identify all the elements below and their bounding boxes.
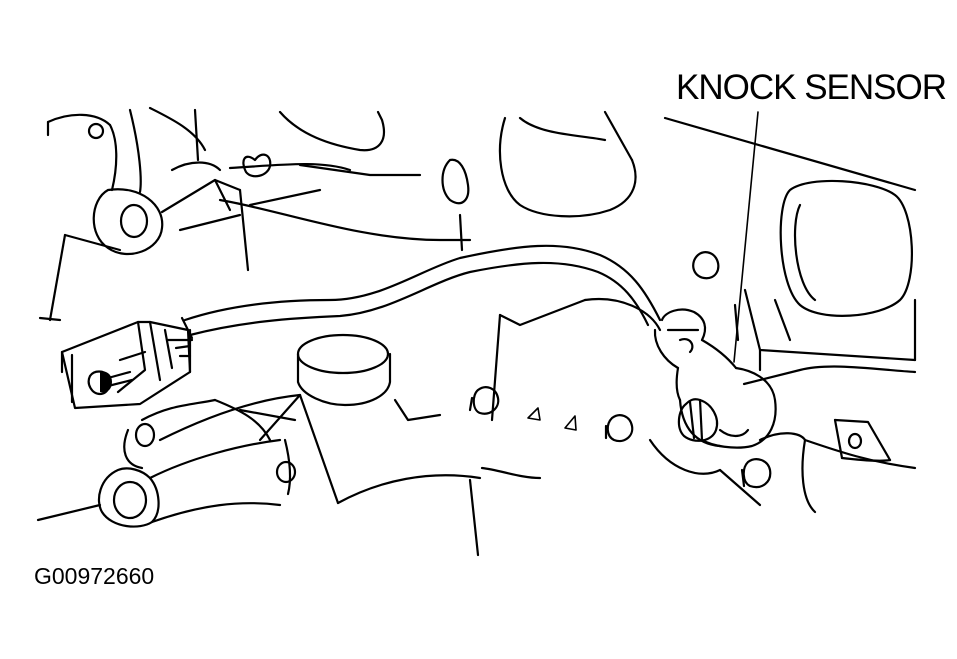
figure-id-label: G00972660 [34, 563, 155, 589]
alignment-marks [527, 407, 577, 431]
top-boss [228, 110, 422, 177]
connector-housing [60, 320, 194, 410]
central-boss [296, 333, 442, 422]
bolt-right [740, 458, 772, 489]
main-casting [218, 198, 807, 557]
right-bracket [801, 418, 917, 514]
bolt-middle [604, 414, 634, 443]
middle-port [441, 110, 637, 218]
bolt-left [468, 386, 500, 415]
right-head [663, 116, 917, 386]
lower-left-pipe [36, 393, 340, 528]
sensor-harness-wire [180, 244, 662, 340]
knock-sensor [653, 308, 777, 449]
knock-sensor-label: KNOCK SENSOR [676, 68, 947, 107]
upper-left-casting [38, 106, 322, 322]
callout-leader [733, 111, 759, 363]
